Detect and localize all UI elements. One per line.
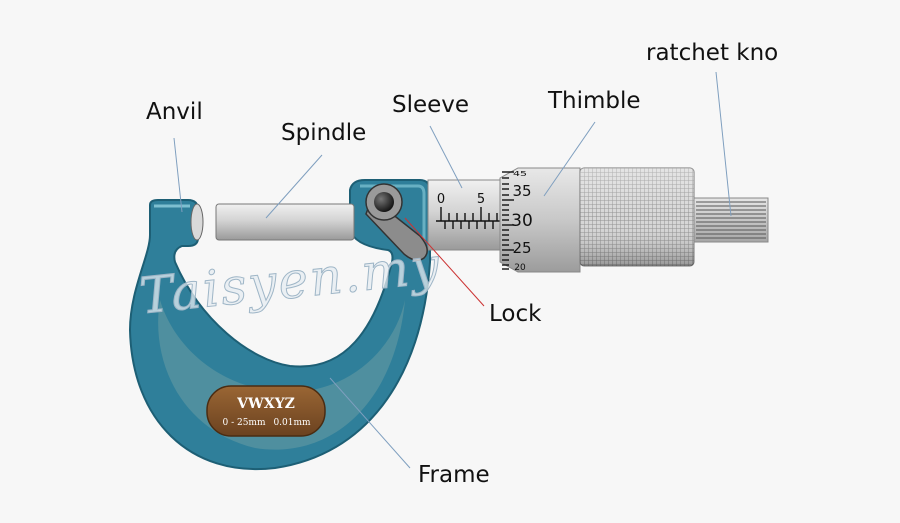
anvil-leader xyxy=(173,137,183,213)
ratchet-leader xyxy=(715,71,732,217)
label-anvil: Anvil xyxy=(146,99,203,125)
sleeve: 0 5 xyxy=(427,179,513,251)
thimble-scale-35: 35 xyxy=(512,182,531,200)
sleeve-scale-zero: 0 xyxy=(437,192,445,207)
lock-leader xyxy=(404,217,485,307)
thimble-scale-25: 25 xyxy=(512,239,531,257)
sleeve-scale-five: 5 xyxy=(477,192,485,207)
label-frame: Frame xyxy=(418,462,490,488)
label-ratchet-knob: ratchet kno xyxy=(646,40,778,66)
spindle xyxy=(215,203,355,241)
label-lock: Lock xyxy=(489,301,542,327)
thimble-leader xyxy=(543,121,596,197)
anvil-face xyxy=(190,203,204,241)
thimble-scale-45: 45 xyxy=(513,171,527,178)
spindle-leader xyxy=(265,154,323,219)
nameplate-brand: VWXYZ xyxy=(236,396,295,412)
lock-lever xyxy=(365,183,428,261)
label-thimble: Thimble xyxy=(547,88,641,114)
ratchet-knob xyxy=(693,197,769,243)
frame-leader xyxy=(329,377,411,469)
label-spindle: Spindle xyxy=(281,120,366,146)
sleeve-leader xyxy=(429,125,463,189)
thimble-scale-30: 30 xyxy=(511,211,533,231)
thimble-scale-20: 20 xyxy=(514,263,526,273)
nameplate: VWXYZ 0 - 25mm 0.01mm xyxy=(206,385,326,437)
label-sleeve: Sleeve xyxy=(392,92,469,118)
nameplate-range: 0 - 25mm xyxy=(222,418,265,428)
thimble-knurled-grip xyxy=(579,167,695,267)
lock-knob xyxy=(374,192,394,212)
thimble: 45 35 30 25 20 xyxy=(499,167,581,273)
nameplate-resolution: 0.01mm xyxy=(273,418,311,428)
